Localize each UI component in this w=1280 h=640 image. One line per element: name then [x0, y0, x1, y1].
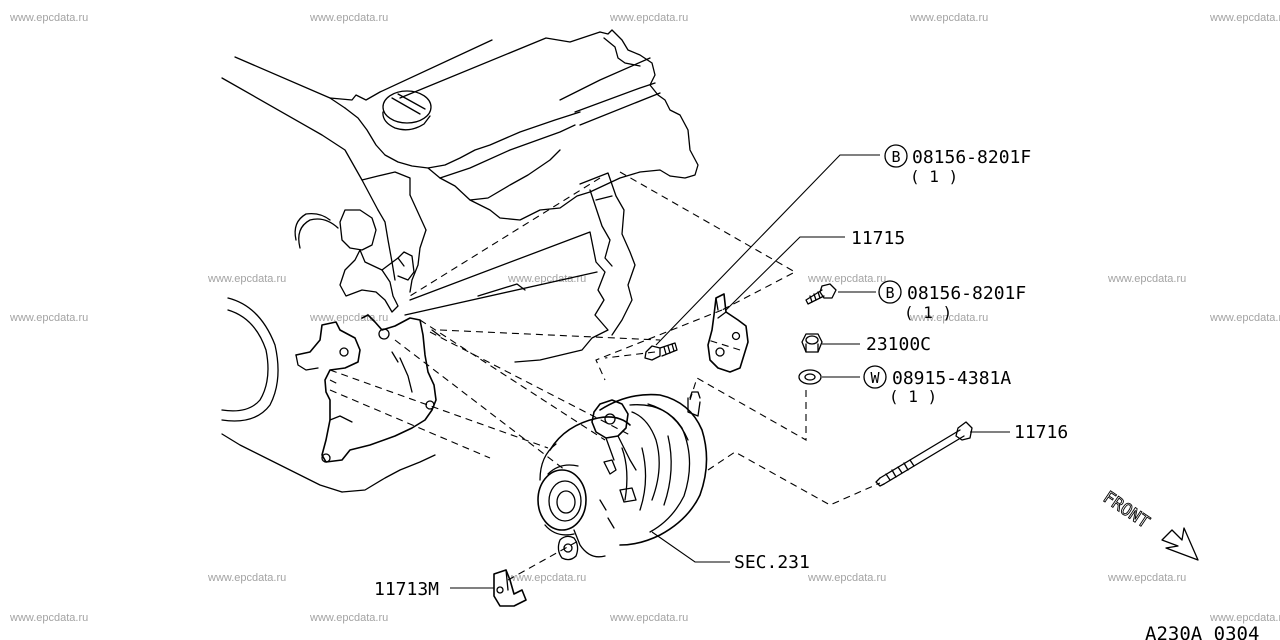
engine-bracket [295, 314, 437, 463]
watermark: www.epcdata.ru [9, 612, 88, 624]
watermark: www.epcdata.ru [807, 572, 886, 584]
callout-adjusting-bracket: 11715 [851, 228, 905, 249]
front-indicator: FRONT [1099, 487, 1199, 561]
quantity-label: ( 1 ) [889, 387, 937, 406]
watermark: www.epcdata.ru [807, 273, 886, 285]
quantity-label: ( 1 ) [904, 303, 952, 322]
part-number-label: 11713M [374, 579, 439, 600]
callout-bolt-right: B 08156-8201F ( 1 ) [878, 280, 1026, 322]
part-number-label: 08915-4381A [892, 368, 1011, 389]
circled-letter-text: W [870, 369, 880, 387]
watermark: www.epcdata.ru [909, 312, 988, 324]
clip-part [493, 569, 527, 607]
front-label: FRONT [1099, 488, 1153, 533]
engine-block-body [404, 172, 636, 363]
watermark-layer: www.epcdata.ru www.epcdata.ru www.epcdat… [9, 12, 1280, 624]
callout-clip: 11713M [374, 579, 439, 600]
watermark: www.epcdata.ru [1209, 612, 1280, 624]
watermark: www.epcdata.ru [207, 572, 286, 584]
circled-letter-w [863, 365, 887, 389]
circled-letter-b [884, 144, 908, 168]
part-number-label: 08156-8201F [907, 283, 1026, 304]
circled-letter-b [878, 280, 902, 304]
bolt-upper-part [644, 342, 678, 361]
part-number-label: SEC.231 [734, 552, 810, 573]
watermark: www.epcdata.ru [309, 612, 388, 624]
callout-nut: 23100C [866, 334, 931, 355]
assembly-guide-lines [329, 171, 881, 581]
callout-washer: W 08915-4381A ( 1 ) [863, 365, 1011, 406]
nut-part [801, 333, 823, 353]
bolt-right-part [805, 283, 837, 305]
watermark: www.epcdata.ru [9, 312, 88, 324]
watermark: www.epcdata.ru [309, 312, 388, 324]
figure-code: A230A 0304 [1145, 623, 1259, 640]
callout-alternator-section: SEC.231 [734, 552, 810, 573]
circled-letter-text: B [885, 284, 894, 302]
watermark: www.epcdata.ru [1107, 572, 1186, 584]
part-number-label: 11716 [1014, 422, 1068, 443]
callout-bolt-upper: B 08156-8201F ( 1 ) [884, 144, 1031, 186]
adjusting-bracket-part [707, 293, 749, 373]
part-number-label: 11715 [851, 228, 905, 249]
engine-head [221, 29, 699, 313]
watermark: www.epcdata.ru [1209, 12, 1280, 24]
part-number-label: 23100C [866, 334, 931, 355]
callout-long-bolt: 11716 [1014, 422, 1068, 443]
watermark: www.epcdata.ru [609, 612, 688, 624]
front-arrow-icon [1161, 527, 1199, 561]
watermark: www.epcdata.ru [507, 572, 586, 584]
part-number-label: 08156-8201F [912, 147, 1031, 168]
watermark: www.epcdata.ru [909, 12, 988, 24]
watermark: www.epcdata.ru [1209, 312, 1280, 324]
watermark: www.epcdata.ru [1107, 273, 1186, 285]
watermark: www.epcdata.ru [507, 273, 586, 285]
leader-lines [450, 154, 1010, 589]
circled-letter-text: B [891, 148, 900, 166]
watermark: www.epcdata.ru [309, 12, 388, 24]
alternator-part [537, 391, 708, 561]
watermark: www.epcdata.ru [207, 273, 286, 285]
flywheel-housing [221, 297, 436, 493]
watermark: www.epcdata.ru [609, 12, 688, 24]
long-bolt-part [875, 421, 973, 487]
watermark: www.epcdata.ru [9, 12, 88, 24]
washer-part [798, 369, 822, 385]
quantity-label: ( 1 ) [910, 167, 958, 186]
